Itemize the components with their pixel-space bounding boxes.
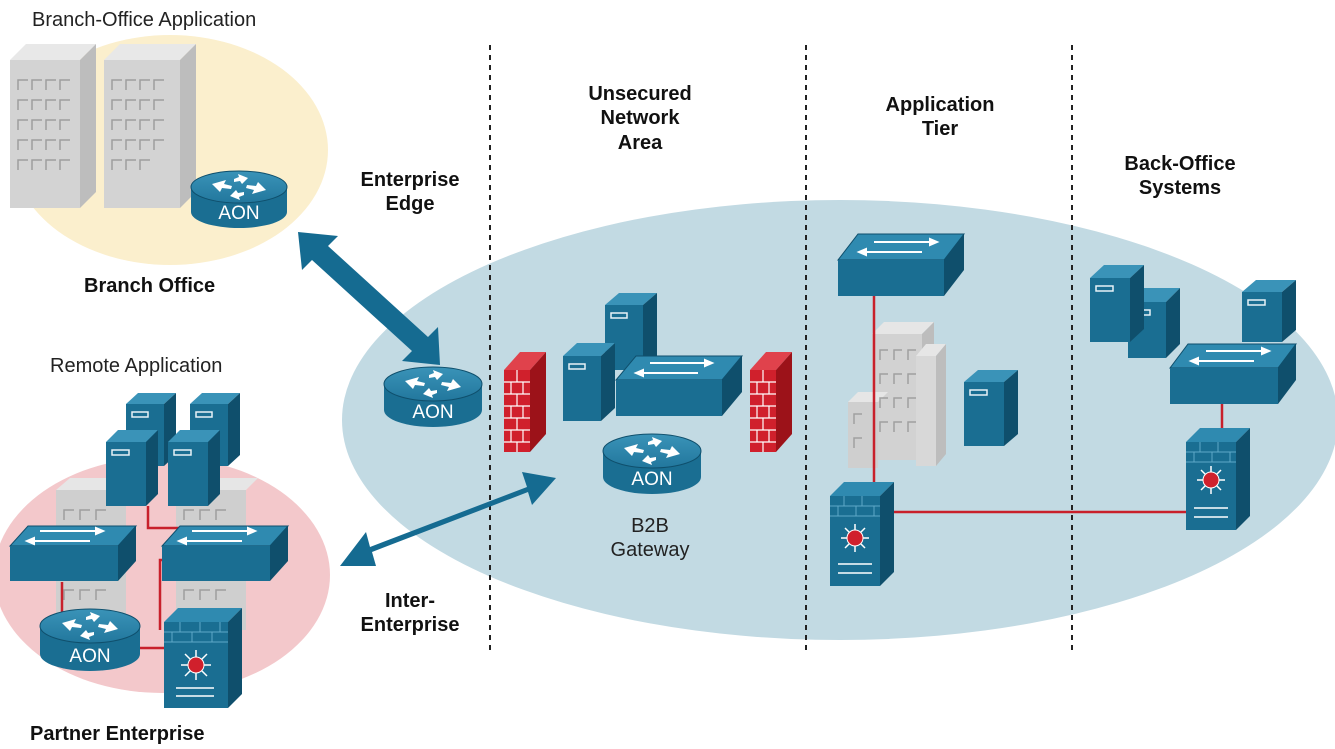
b2b-gateway-label: B2B Gateway	[610, 515, 690, 562]
router-icon	[602, 433, 702, 494]
enterprise-edge-label: Enterprise Edge	[360, 169, 460, 216]
unsecured-network-area-label: Unsecured Network Area	[588, 83, 692, 154]
server-icon	[106, 430, 158, 506]
firewall-icon	[504, 352, 546, 452]
back-office-systems-label: Back-Office Systems	[1124, 153, 1236, 200]
bidirectional-arrow-icon	[340, 472, 556, 566]
switch-icon	[8, 525, 138, 581]
branch-office-label: Branch Office	[84, 275, 216, 297]
switch-icon	[160, 525, 290, 581]
application-tier-label: Application Tier	[885, 94, 995, 141]
remote-application-label: Remote Application	[50, 355, 223, 377]
router-icon	[383, 366, 483, 427]
server-icon	[168, 430, 220, 506]
router-icon	[39, 608, 141, 671]
switch-icon	[614, 355, 744, 416]
server-icon	[563, 343, 615, 421]
partner-enterprise-label: Partner Enterprise	[30, 723, 205, 745]
server-icon	[1242, 280, 1296, 342]
server-icon	[1090, 265, 1144, 342]
router-label: AON	[69, 646, 111, 667]
inter-enterprise-label: Inter- Enterprise	[360, 590, 460, 637]
multilayer-switch-icon	[164, 608, 242, 708]
zone-ellipse	[342, 200, 1335, 640]
router-label: AON	[412, 402, 454, 423]
network-link	[872, 296, 1224, 514]
router-label: AON	[631, 469, 673, 490]
router-icon	[190, 170, 288, 228]
bidirectional-arrow-icon	[298, 232, 440, 365]
firewall-icon	[750, 352, 792, 452]
building-icon	[848, 322, 946, 468]
server-icon	[964, 370, 1018, 446]
multilayer-switch-icon	[1186, 428, 1250, 530]
branch-office-application-label: Branch-Office Application	[32, 9, 257, 31]
multilayer-switch-icon	[830, 482, 894, 586]
switch-icon	[1169, 343, 1297, 404]
router-label: AON	[218, 203, 260, 224]
switch-icon	[836, 233, 966, 296]
building-icon	[104, 44, 196, 208]
building-icon	[10, 44, 96, 208]
